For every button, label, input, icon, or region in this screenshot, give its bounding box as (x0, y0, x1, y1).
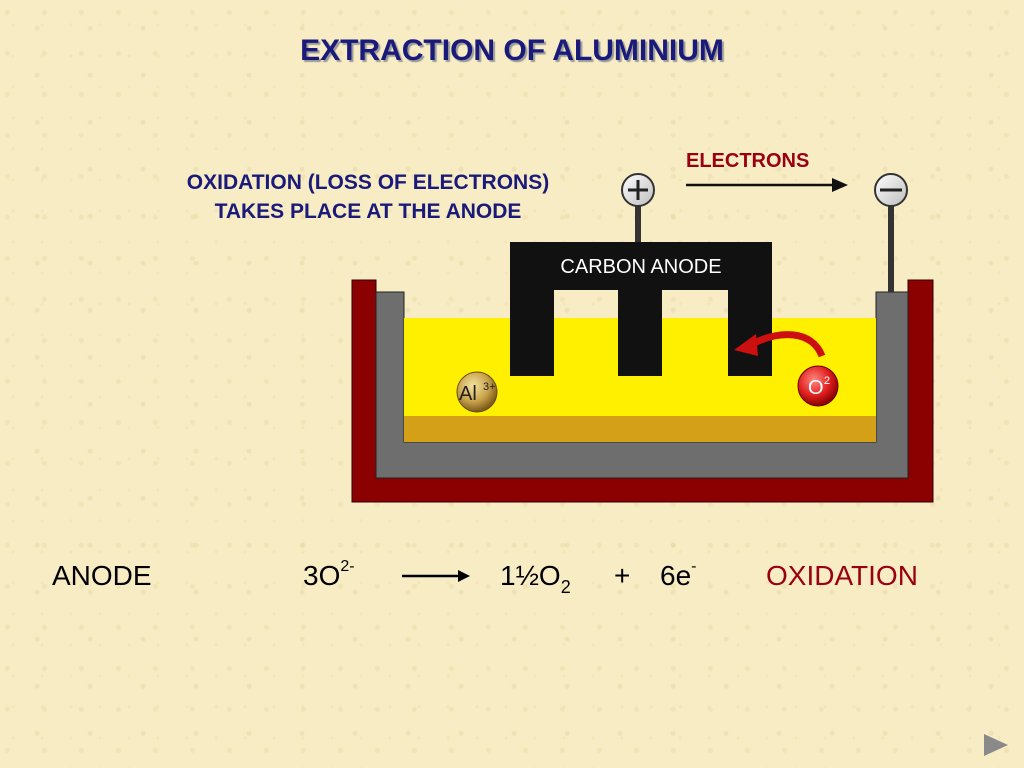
aluminium-ion-charge: 3+ (483, 381, 496, 393)
product-subscript: 2 (560, 577, 571, 597)
oxide-migration-arrowhead (734, 334, 758, 356)
molten-aluminium-layer (404, 416, 876, 442)
reactant-formula: 3O (303, 560, 341, 591)
aluminium-ion (456, 371, 498, 413)
equation-electrons: 6e- (660, 558, 697, 592)
oxide-ion-symbol: O (808, 377, 824, 399)
electron-charge: - (691, 558, 697, 575)
reaction-arrow-icon (402, 570, 470, 582)
equation-product: 1½O2 (500, 560, 571, 597)
equation-reactant: 3O2- (303, 558, 355, 592)
electron-formula: 6e (660, 560, 692, 591)
oxidation-callout: OXIDATION (LOSS OF ELECTRONS) TAKES PLAC… (186, 171, 550, 223)
aluminium-ion-symbol: Al (459, 383, 477, 405)
electrons-arrow-head (832, 178, 848, 192)
oxide-ion-charge: 2 (824, 375, 830, 387)
oxide-ion (797, 365, 839, 407)
equation-electrode: ANODE (52, 560, 152, 591)
electrons-label: ELECTRONS (686, 150, 810, 172)
oxide-migration-arrow (750, 331, 826, 358)
equation-plus: + (614, 560, 631, 591)
carbon-anode (510, 242, 772, 376)
carbon-anode-label: CARBON ANODE (560, 256, 722, 278)
slide-title: EXTRACTION OF ALUMINIUM (300, 34, 724, 67)
next-slide-button[interactable] (984, 734, 1008, 756)
product-formula: 1½O (500, 560, 561, 591)
reactant-charge: 2- (340, 558, 355, 575)
equation-type: OXIDATION (766, 560, 918, 591)
